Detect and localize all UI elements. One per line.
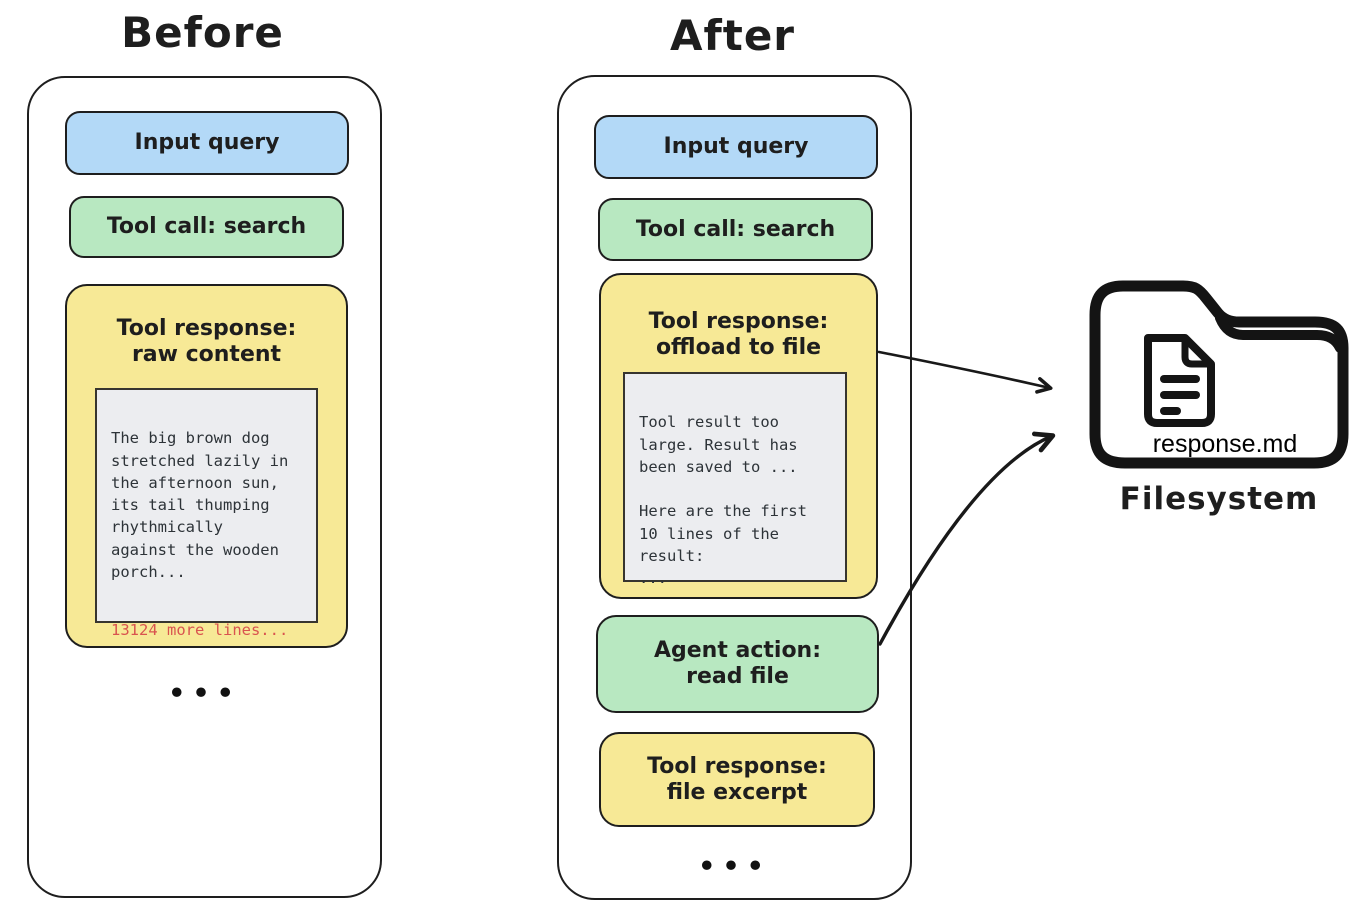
- before-raw-content-box: The big brown dog stretched lazily in th…: [95, 388, 318, 639]
- before-input-query-box: Input query: [65, 111, 349, 175]
- before-ellipsis-dots: •••: [168, 678, 241, 709]
- file-name: response.md: [1153, 430, 1298, 458]
- after-ellipsis-dots: •••: [698, 851, 771, 882]
- after-offload-message-box: Tool result too large. Result has been s…: [623, 372, 847, 587]
- before-truncation-note: 13124 more lines...: [111, 620, 289, 639]
- filesystem-label: Filesystem: [1119, 481, 1319, 517]
- after-input-query-box: Input query: [594, 115, 878, 179]
- before-tool-call-box: Tool call: search: [69, 196, 344, 258]
- folder-icon: response.md: [1089, 280, 1349, 469]
- after-offload-message-text: Tool result too large. Result has been s…: [639, 413, 807, 588]
- document-icon: [1144, 334, 1215, 427]
- after-tool-response-title: Tool response: offload to file: [648, 309, 829, 360]
- after-panel: Input query Tool call: search Tool respo…: [557, 75, 912, 900]
- after-tool-call-box: Tool call: search: [598, 198, 873, 261]
- after-title: After: [669, 11, 796, 60]
- after-file-excerpt-box: Tool response: file excerpt: [599, 732, 875, 827]
- before-tool-response-title: Tool response: raw content: [116, 316, 297, 367]
- before-panel: Input query Tool call: search Tool respo…: [27, 76, 382, 898]
- after-agent-action-box: Agent action: read file: [596, 615, 879, 713]
- before-title: Before: [121, 8, 284, 57]
- before-tool-response-card: Tool response: raw content The big brown…: [65, 284, 348, 648]
- before-raw-content-text: The big brown dog stretched lazily in th…: [111, 429, 289, 582]
- filesystem-folder: response.md: [1085, 276, 1353, 472]
- after-tool-response-card: Tool response: offload to file Tool resu…: [599, 273, 878, 599]
